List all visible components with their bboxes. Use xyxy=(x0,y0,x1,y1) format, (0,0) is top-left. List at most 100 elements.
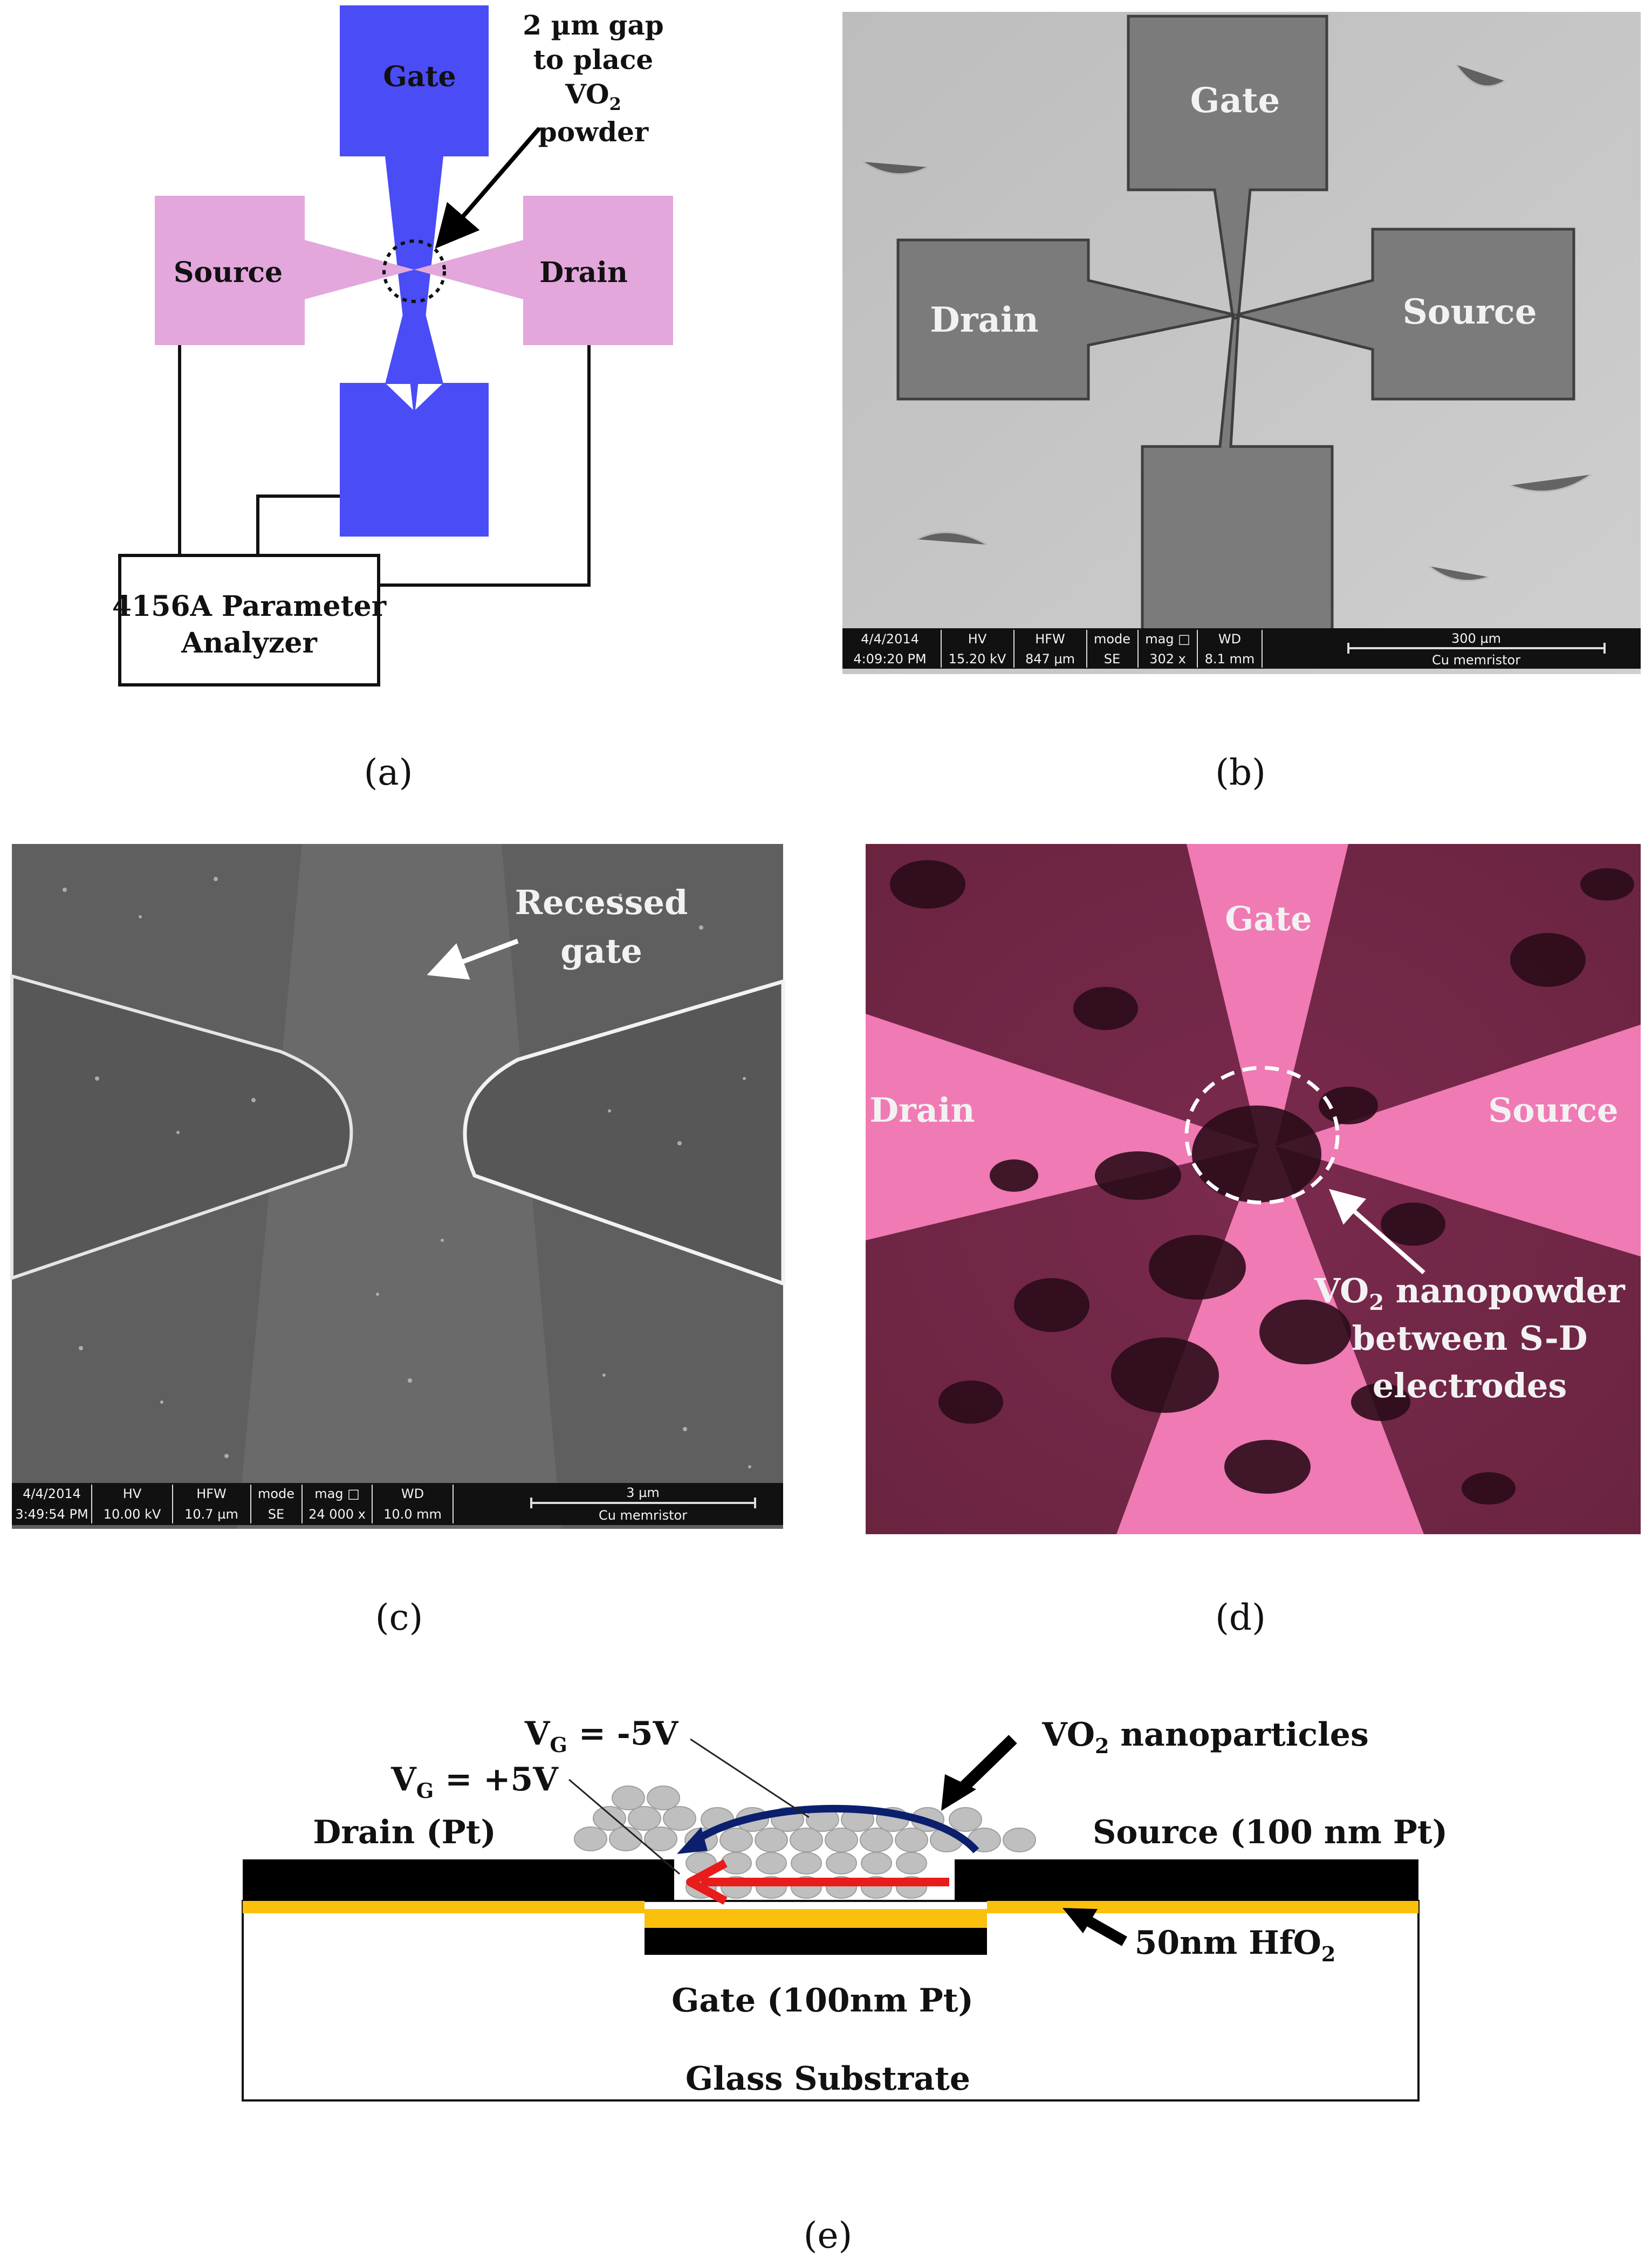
sem-c-hv-head: HV xyxy=(123,1486,142,1501)
sem-c-hfw: 10.7 µm xyxy=(184,1507,238,1522)
optical-gate-electrode xyxy=(1187,844,1348,1146)
sem-c-mag-head: mag □ xyxy=(314,1486,360,1501)
sem-databar-b-cells xyxy=(941,630,1606,668)
sem-drain-pad xyxy=(896,238,1236,401)
sem-c-hfw-head: HFW xyxy=(196,1486,227,1501)
vo2-nanoparticles xyxy=(574,1786,1036,1899)
sem-b-scale: 300 µm xyxy=(1451,631,1501,646)
panel-a: Gate Source Drain 2 µm gap to place VO2 … xyxy=(112,5,673,686)
source-pt-label: Source (100 nm Pt) xyxy=(1093,1814,1448,1851)
sem-b-sample: Cu memristor xyxy=(1432,653,1520,668)
gate-taper-bottom xyxy=(385,270,443,384)
gate-label: Gate xyxy=(383,60,456,93)
vg-neg-label: VG = -5V xyxy=(524,1715,679,1757)
sem-c-recessed-gate xyxy=(237,844,561,1529)
hfo2-label: 50nm HfO2 xyxy=(1135,1924,1336,1966)
sem-b-hv-head: HV xyxy=(968,631,987,647)
nanopowder-label-line2: between S-D xyxy=(1352,1319,1588,1358)
caption-a: (a) xyxy=(364,752,413,793)
gap-note-line2: to place xyxy=(533,44,653,75)
optical-source-electrode xyxy=(1276,1025,1641,1256)
vg-pos-pointer xyxy=(568,1779,680,1875)
drain-electrode xyxy=(414,196,673,345)
sem-gate-label: Gate xyxy=(1190,80,1280,121)
nanoparticles-arrowhead xyxy=(941,1774,976,1811)
caption-c: (c) xyxy=(375,1597,423,1638)
gap-note-arrow xyxy=(435,127,541,249)
sem-c-mode-head: mode xyxy=(258,1486,294,1501)
nanopowder-label-line3: electrodes xyxy=(1373,1366,1567,1405)
optical-gate-label: Gate xyxy=(1225,899,1312,938)
gap-note-line4: powder xyxy=(538,116,649,148)
gap-marker xyxy=(382,239,446,303)
gate-taper-top xyxy=(385,155,443,270)
sem-b-hfw: 847 µm xyxy=(1025,651,1075,667)
recessed-gate-arrow xyxy=(427,938,519,980)
wire-drain xyxy=(379,345,591,587)
sem-c-mode: SE xyxy=(268,1507,284,1522)
panel-c: Recessed gate 4/4/2014 3:49:54 PM HV 10.… xyxy=(10,844,785,1529)
recessed-gate-label-line1: Recessed xyxy=(515,883,688,922)
hfo2-arrowhead xyxy=(1063,1908,1098,1933)
analyzer-line1: 4156A Parameter xyxy=(112,590,387,623)
negative-gate-arrowhead xyxy=(677,1827,708,1854)
drain-electrode-cross xyxy=(243,1859,674,1901)
drain-label: Drain xyxy=(539,256,628,289)
nanopowder-region-marker xyxy=(1184,1066,1340,1205)
gate-electrode-bottom xyxy=(340,383,489,537)
glass-substrate-label: Glass Substrate xyxy=(686,2060,970,2098)
sem-b-mag: 302 x xyxy=(1149,651,1186,667)
sem-c-hv: 10.00 kV xyxy=(104,1507,161,1522)
source-electrode-cross xyxy=(955,1859,1418,1901)
vg-pos-label: VG = +5V xyxy=(390,1761,559,1803)
sem-b-time: 4:09:20 PM xyxy=(853,651,926,667)
gap-note-line1: 2 µm gap xyxy=(523,9,663,41)
optical-source-label: Source xyxy=(1488,1090,1618,1130)
caption-b: (b) xyxy=(1215,752,1266,793)
optical-drain-label: Drain xyxy=(869,1090,975,1130)
sem-drain-label: Drain xyxy=(930,300,1039,340)
sem-b-hfw-head: HFW xyxy=(1035,631,1065,647)
sem-c-time: 3:49:54 PM xyxy=(15,1507,88,1522)
sem-c-wd: 10.0 mm xyxy=(383,1507,442,1522)
nanopowder-label-line1: VO2 nanopowder xyxy=(1314,1271,1626,1315)
recessed-gate-label-line2: gate xyxy=(560,931,642,971)
sem-b-mode: SE xyxy=(1104,651,1120,667)
sem-b-mag-head: mag □ xyxy=(1145,631,1190,647)
gate-electrode-cross xyxy=(645,1928,987,1955)
drain-pt-label: Drain (Pt) xyxy=(313,1814,496,1851)
sem-c-date: 4/4/2014 xyxy=(23,1486,81,1501)
sem-c-scale: 3 µm xyxy=(626,1485,660,1500)
nanopowder-clumps xyxy=(890,860,1634,1505)
caption-e: (e) xyxy=(804,2215,853,2256)
caption-d: (d) xyxy=(1215,1597,1266,1638)
wire-gate xyxy=(256,495,340,555)
panel-e: VG = -5V VG = +5V VO2 nanoparticles Drai… xyxy=(242,1715,1448,2102)
sem-source-label: Source xyxy=(1403,292,1537,332)
positive-gate-arrowhead xyxy=(686,1859,728,1905)
sem-b-date: 4/4/2014 xyxy=(861,631,919,647)
panel-b: Gate Drain Source 4/4/2014 4:09:20 PM HV… xyxy=(842,12,1641,674)
negative-gate-current-arrow xyxy=(688,1804,979,1853)
nanopowder-arrow xyxy=(1329,1189,1425,1274)
gap-note-line3: VO2 xyxy=(565,78,621,114)
sem-c-sample: Cu memristor xyxy=(599,1508,687,1523)
hfo2-layer xyxy=(243,1901,1418,1928)
source-electrode xyxy=(155,196,414,345)
sem-b-wd: 8.1 mm xyxy=(1205,651,1255,667)
parameter-analyzer-box xyxy=(118,554,380,686)
sem-b-wd-head: WD xyxy=(1218,631,1241,647)
analyzer-line2: Analyzer xyxy=(181,627,317,660)
sem-c-right-electrode xyxy=(463,979,785,1286)
vg-neg-pointer xyxy=(690,1738,810,1818)
sem-c-mag: 24 000 x xyxy=(309,1507,366,1522)
sem-c-left-electrode xyxy=(10,974,353,1281)
panel-d: Gate Drain Source VO2 nanopowder between… xyxy=(866,844,1641,1534)
optical-drain-electrode xyxy=(866,1014,1259,1240)
sem-c-wd-head: WD xyxy=(401,1486,424,1501)
sem-source-pad xyxy=(1236,228,1575,401)
sem-b-hv: 15.20 kV xyxy=(949,651,1006,667)
sem-b-mode-head: mode xyxy=(1094,631,1130,647)
source-label: Source xyxy=(174,256,283,289)
